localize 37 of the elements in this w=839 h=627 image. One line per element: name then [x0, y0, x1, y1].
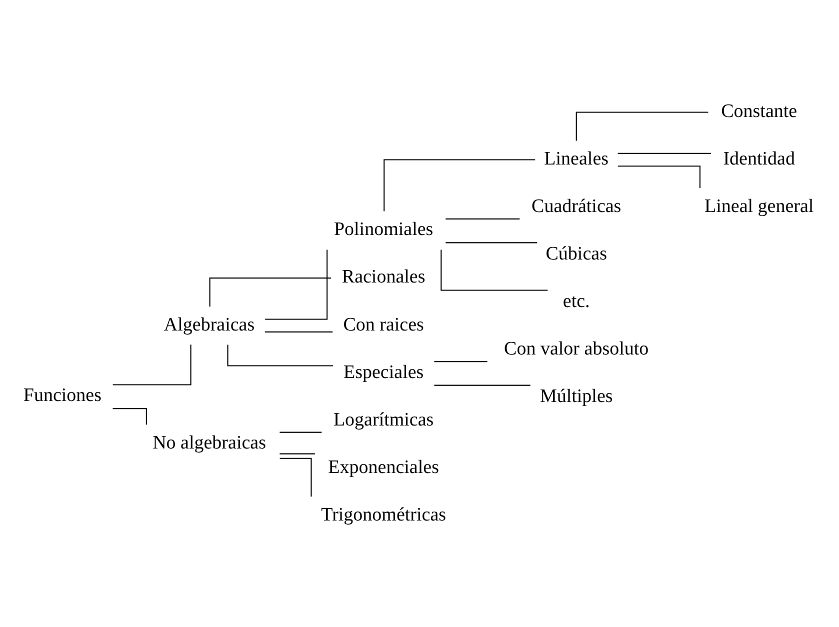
connector [280, 431, 322, 432]
node-text: Exponenciales [328, 456, 439, 478]
connector [618, 165, 700, 188]
node-text: Algebraicas [164, 314, 255, 335]
connector [280, 457, 312, 496]
node-text: Polinomiales [334, 218, 434, 240]
connector [576, 111, 708, 140]
node-text: Con raices [343, 314, 424, 335]
node-text: Cúbicas [546, 242, 607, 264]
connector [264, 330, 333, 332]
node-text: Especiales [343, 361, 424, 382]
connector [434, 360, 488, 362]
node-text: Múltiples [540, 386, 613, 407]
connector [384, 158, 536, 211]
node-text: Racionales [342, 266, 426, 288]
connector [618, 152, 712, 154]
node-text: Constante [721, 100, 798, 122]
node-text: Logarítmicas [333, 408, 434, 430]
connector [446, 218, 520, 219]
node-text: Funciones [23, 384, 102, 406]
node-text: etc. [562, 290, 590, 312]
connector [434, 384, 530, 386]
node-text: Con valor absoluto [504, 338, 649, 360]
node-text: No algebraicas [152, 432, 266, 454]
connector [280, 452, 315, 454]
node-text: Lineal general [704, 195, 814, 216]
node-text: Identidad [723, 148, 795, 169]
connector [112, 408, 147, 424]
node-text: Lineales [544, 148, 609, 169]
connector [209, 277, 331, 306]
connector [440, 249, 548, 290]
connector [265, 249, 328, 320]
connector [112, 344, 192, 385]
connector [227, 344, 333, 366]
connector [446, 242, 538, 243]
node-text: Cuadráticas [532, 195, 622, 216]
node-text: Trigonométricas [321, 504, 446, 525]
